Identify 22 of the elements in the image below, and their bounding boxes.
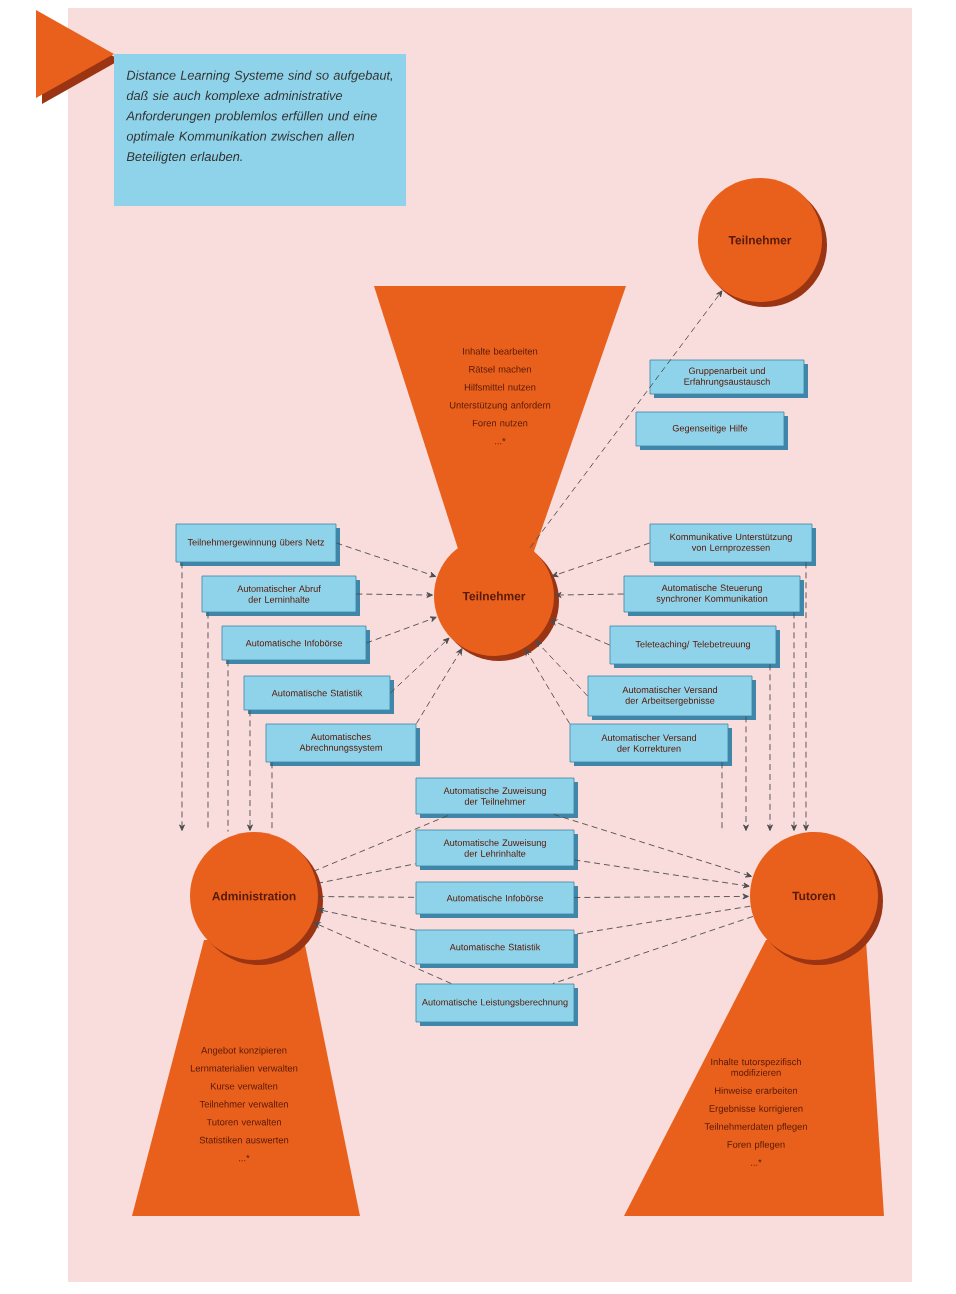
arrow [313, 922, 452, 985]
arrow [555, 592, 625, 598]
arrow [335, 542, 437, 578]
arrow [529, 290, 723, 549]
arrow [743, 715, 749, 831]
arrow [247, 709, 253, 831]
arrow [415, 648, 463, 725]
arrow [365, 616, 437, 644]
arrow [550, 619, 611, 646]
arrow [355, 592, 433, 598]
arrow [179, 561, 185, 831]
arrow [767, 663, 773, 831]
arrow [551, 542, 651, 578]
arrow [389, 637, 450, 694]
arrow [803, 561, 809, 831]
arrow [573, 859, 750, 889]
arrow [524, 648, 571, 725]
arrow [791, 611, 797, 831]
arrow [553, 813, 752, 878]
arrow [317, 907, 417, 931]
arrow [573, 893, 749, 900]
arrow [535, 640, 589, 697]
